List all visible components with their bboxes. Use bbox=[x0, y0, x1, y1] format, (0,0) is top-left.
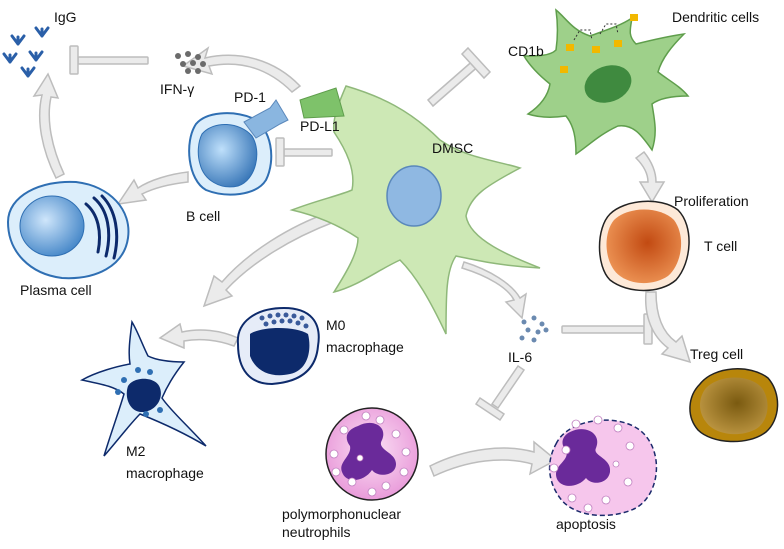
label-dmsc: DMSC bbox=[432, 140, 473, 156]
m2-granules bbox=[115, 367, 163, 417]
apoptotic-granules bbox=[549, 415, 635, 513]
label-b-cell: B cell bbox=[186, 208, 220, 224]
dendritic-cell bbox=[522, 8, 690, 156]
apoptotic-nucleus bbox=[556, 429, 611, 486]
label-m2-line2: macrophage bbox=[126, 465, 204, 481]
inhibitor-il6-to-apoptosis bbox=[474, 364, 526, 422]
b-cell bbox=[188, 99, 289, 196]
dmsc-nucleus bbox=[386, 165, 442, 227]
cd1b-dashes bbox=[573, 23, 619, 41]
label-pmn-line1: polymorphonuclear bbox=[282, 506, 401, 522]
apoptotic-neutrophil bbox=[548, 415, 658, 517]
arrow-dmsc-to-il6 bbox=[461, 261, 528, 320]
treg-cell bbox=[689, 368, 779, 443]
il6-dots bbox=[519, 315, 549, 343]
inhibitor-ifn-to-igg bbox=[69, 45, 149, 75]
cd1b-markers bbox=[560, 14, 638, 73]
arrow-m0-to-m2 bbox=[158, 322, 240, 350]
inhibitor-dmsc-to-bcell bbox=[275, 137, 333, 167]
label-proliferation: Proliferation bbox=[674, 193, 749, 209]
label-m2-line1: M2 bbox=[126, 443, 146, 459]
label-pdl1: PD-L1 bbox=[300, 118, 340, 134]
label-cd1b: CD1b bbox=[508, 43, 544, 59]
arrow-plasma-to-igg bbox=[32, 72, 65, 180]
inhibitor-il6-to-t bbox=[561, 313, 653, 345]
label-apoptosis: apoptosis bbox=[556, 516, 616, 532]
label-pd1: PD-1 bbox=[234, 89, 266, 105]
dmsc-cell bbox=[289, 85, 541, 335]
dendritic-nucleus bbox=[584, 65, 632, 103]
arrows-layer bbox=[32, 45, 692, 478]
m0-nucleus bbox=[250, 328, 310, 376]
t-cell bbox=[598, 200, 690, 292]
label-dendritic-cells: Dendritic cells bbox=[672, 9, 759, 25]
b-cell-nucleus bbox=[197, 124, 258, 188]
arrow-t-to-treg bbox=[644, 291, 692, 364]
ifn-gamma-dots bbox=[175, 51, 206, 74]
pdl1-receptor bbox=[299, 87, 345, 119]
pd1-receptor bbox=[243, 99, 289, 139]
label-treg-cell: Treg cell bbox=[690, 346, 743, 362]
neutrophil-cell bbox=[325, 407, 419, 501]
m0-macrophage bbox=[236, 306, 320, 386]
m0-granules bbox=[259, 312, 309, 329]
treg-nucleus bbox=[700, 377, 768, 435]
label-pmn-line2: neutrophils bbox=[282, 524, 351, 540]
label-m0-line1: M0 bbox=[326, 317, 346, 333]
label-il6: IL-6 bbox=[508, 349, 532, 365]
plasma-cell-er bbox=[84, 194, 119, 260]
arrow-neutrophil-to-apoptosis bbox=[429, 440, 558, 478]
label-t-cell: T cell bbox=[704, 238, 737, 254]
inhibitor-dmsc-to-dendritic bbox=[426, 46, 492, 108]
neutrophil-nucleus bbox=[341, 422, 396, 481]
arrow-dendritic-to-t bbox=[634, 150, 666, 204]
plasma-cell bbox=[6, 180, 130, 280]
m2-macrophage bbox=[79, 319, 207, 457]
label-plasma-cell: Plasma cell bbox=[20, 282, 92, 298]
arrow-bcell-to-plasma bbox=[116, 171, 189, 205]
label-ifn-gamma: IFN-γ bbox=[160, 81, 194, 97]
arrow-dmsc-to-m0 bbox=[202, 211, 335, 308]
m2-nucleus bbox=[126, 378, 161, 412]
t-cell-nucleus bbox=[606, 209, 682, 284]
plasma-cell-nucleus bbox=[19, 195, 85, 257]
label-igg: IgG bbox=[54, 9, 77, 25]
igg-antibodies bbox=[2, 26, 50, 78]
label-m0-line2: macrophage bbox=[326, 339, 404, 355]
neutrophil-granules bbox=[329, 411, 411, 497]
